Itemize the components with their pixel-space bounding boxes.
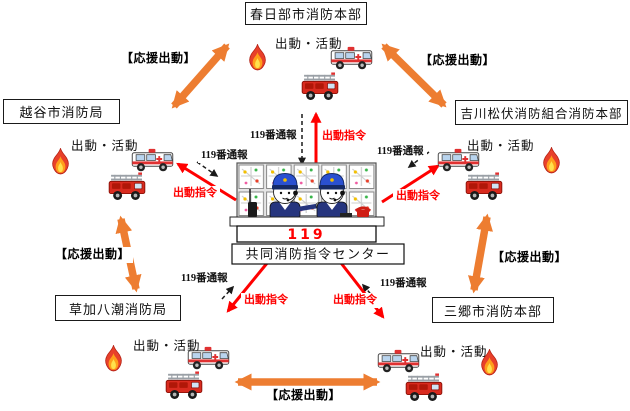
- fire-truck-icon: [108, 172, 146, 202]
- call-label-top: 119番通報: [247, 129, 300, 144]
- mutual-aid-label-right: 【応援出動】: [489, 250, 571, 266]
- fire-truck-icon: [405, 373, 443, 403]
- mutual-aid-label-top-right: 【応援出動】: [417, 53, 499, 69]
- emergency-number-panel: [236, 225, 377, 243]
- call-label-left: 119番通報: [198, 149, 251, 164]
- activity-label-left: 出動・活動: [68, 138, 142, 155]
- command-center-box: [231, 243, 405, 265]
- command-center-name: 共同消防指令センター: [245, 247, 390, 262]
- phone-icon: [354, 206, 372, 217]
- call-label-bottom-left: 119番通報: [178, 272, 231, 287]
- mutual-aid-arrow-top-right: [381, 43, 447, 108]
- dispatcher-icon: [316, 173, 348, 221]
- mutual-aid-arrow-top-left: [171, 43, 230, 109]
- call-label-right: 119番通報: [374, 145, 427, 160]
- flame-icon: [479, 348, 500, 378]
- flame-icon: [50, 147, 71, 177]
- activity-label-top: 出動・活動: [272, 36, 346, 53]
- dept-box-soka-yashio: 草加八潮消防局: [55, 295, 181, 321]
- command-center-illustration: 119 共同消防指令センター: [229, 162, 405, 265]
- dispatch-arrow-left: [176, 162, 237, 202]
- activity-label-bottom-left: 出動・活動: [130, 338, 204, 355]
- flame-icon: [541, 146, 562, 176]
- console-icon: [340, 213, 352, 217]
- dispatch-arrow-bottom-left: [226, 261, 270, 313]
- flame-icon: [103, 344, 124, 374]
- dispatch-arrow-right: [381, 164, 440, 204]
- call-line-left: [196, 161, 219, 177]
- ambulance-icon: [330, 44, 373, 71]
- emergency-number: 119: [287, 227, 325, 243]
- mutual-aid-label-left: 【応援出動】: [52, 247, 134, 263]
- dispatch-label-bottom-right: 出動指令: [330, 293, 380, 308]
- call-label-bottom-right: 119番通報: [377, 277, 430, 292]
- dispatch-label-bottom-left: 出動指令: [241, 293, 291, 308]
- fire-truck-icon: [465, 172, 503, 202]
- fire-truck-icon: [301, 72, 339, 102]
- dispatch-arrow-bottom-right: [339, 262, 385, 319]
- desk: [229, 216, 385, 227]
- dept-box-misato: 三郷市消防本部: [432, 297, 554, 323]
- radio-icon: [248, 189, 257, 217]
- ambulance-icon: [377, 347, 420, 374]
- mutual-aid-arrow-right: [468, 213, 493, 294]
- mutual-aid-label-top-left: 【応援出動】: [118, 51, 200, 67]
- flame-icon: [247, 43, 268, 73]
- dept-box-yoshikawa-matsubushi: 吉川松伏消防組合消防本部: [455, 100, 628, 125]
- activity-label-right: 出動・活動: [464, 138, 538, 155]
- ambulance-icon: [437, 146, 480, 173]
- call-line-bottom-left: [221, 285, 235, 300]
- dept-box-koshigaya: 越谷市消防局: [3, 99, 120, 124]
- activity-label-bottom-right: 出動・活動: [417, 344, 491, 361]
- mutual-aid-label-bottom: 【応援出動】: [263, 388, 345, 404]
- dept-box-kasukabe: 春日部市消防本部: [245, 2, 367, 25]
- fire-truck-icon: [165, 371, 203, 401]
- dispatch-label-left: 出動指令: [170, 186, 220, 201]
- ambulance-icon: [187, 344, 230, 371]
- ambulance-icon: [131, 146, 174, 173]
- dispatch-label-top: 出動指令: [319, 129, 369, 144]
- dispatch-label-right: 出動指令: [393, 189, 443, 204]
